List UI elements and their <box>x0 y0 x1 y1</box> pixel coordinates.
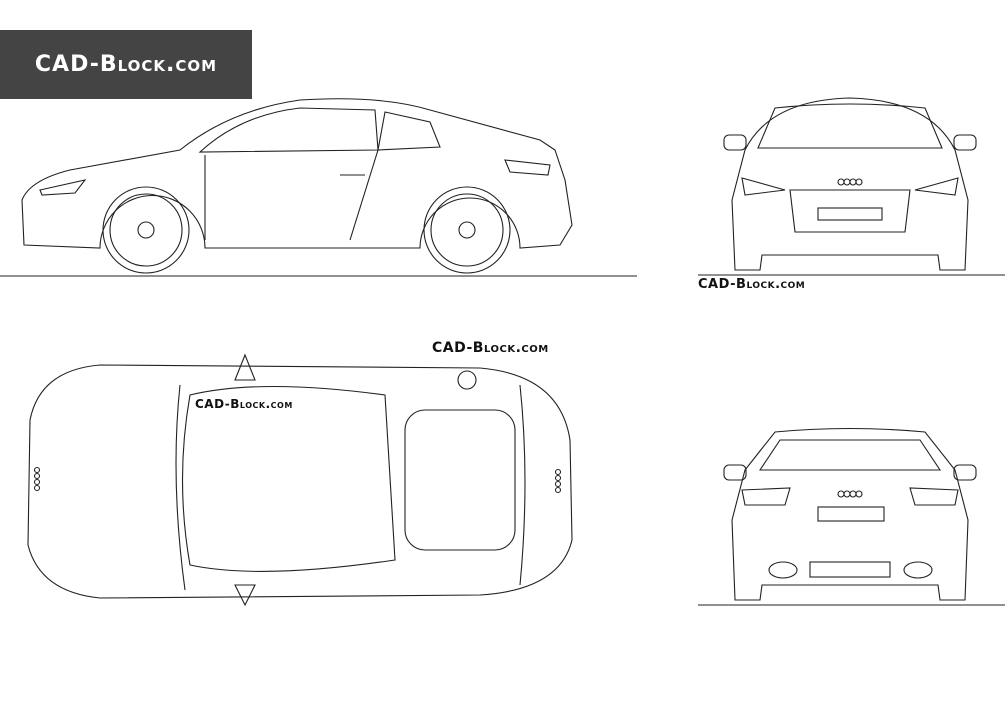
rear-right-taillight <box>909 487 959 506</box>
side-front-window <box>198 107 379 153</box>
side-rear-wheel <box>423 186 511 274</box>
front-body-outline <box>731 97 969 271</box>
side-headlight <box>39 179 87 196</box>
top-left-mirror <box>234 353 256 381</box>
rear-right-mirror <box>953 464 977 481</box>
front-four-rings-badge-icon <box>837 178 863 186</box>
watermark-top: CAD-Block.com <box>432 340 549 356</box>
top-front-four-rings-badge-icon <box>33 466 41 492</box>
rear-right-exhaust <box>903 561 933 579</box>
front-grille <box>789 189 911 233</box>
site-logo: CAD-Block.com <box>0 30 252 99</box>
front-right-headlight <box>914 177 959 196</box>
side-door-lines <box>204 149 379 241</box>
top-rear-deck-line <box>519 384 526 586</box>
front-license-plate <box>817 207 883 221</box>
side-view <box>0 98 637 277</box>
side-front-wheel <box>102 186 190 274</box>
rear-view <box>698 427 1005 606</box>
rear-window <box>758 439 942 471</box>
top-right-mirror <box>234 584 256 607</box>
side-taillight <box>504 159 551 176</box>
front-view <box>698 97 1005 276</box>
front-left-mirror <box>723 134 747 151</box>
side-rear-window <box>377 111 441 151</box>
top-cabin <box>181 385 396 572</box>
top-body-outline <box>27 364 573 599</box>
top-rear-four-rings-badge-icon <box>554 468 562 494</box>
front-windshield <box>757 103 943 149</box>
top-fuel-cap <box>457 370 477 390</box>
rear-four-rings-badge-icon <box>837 490 863 498</box>
front-right-mirror <box>953 134 977 151</box>
rear-diffuser <box>809 561 891 578</box>
watermark-top-inner: CAD-Block.com <box>195 397 293 411</box>
rear-left-taillight <box>741 487 791 506</box>
watermark-front: CAD-Block.com <box>698 277 806 292</box>
side-body-outline <box>21 98 573 249</box>
top-windshield-line <box>175 384 186 591</box>
rear-license-plate <box>817 506 885 522</box>
top-view <box>27 353 573 607</box>
rear-left-exhaust <box>768 561 798 579</box>
front-left-headlight <box>741 177 786 196</box>
rear-body-outline <box>731 427 969 601</box>
rear-left-mirror <box>723 464 747 481</box>
top-rear-window <box>404 409 516 551</box>
